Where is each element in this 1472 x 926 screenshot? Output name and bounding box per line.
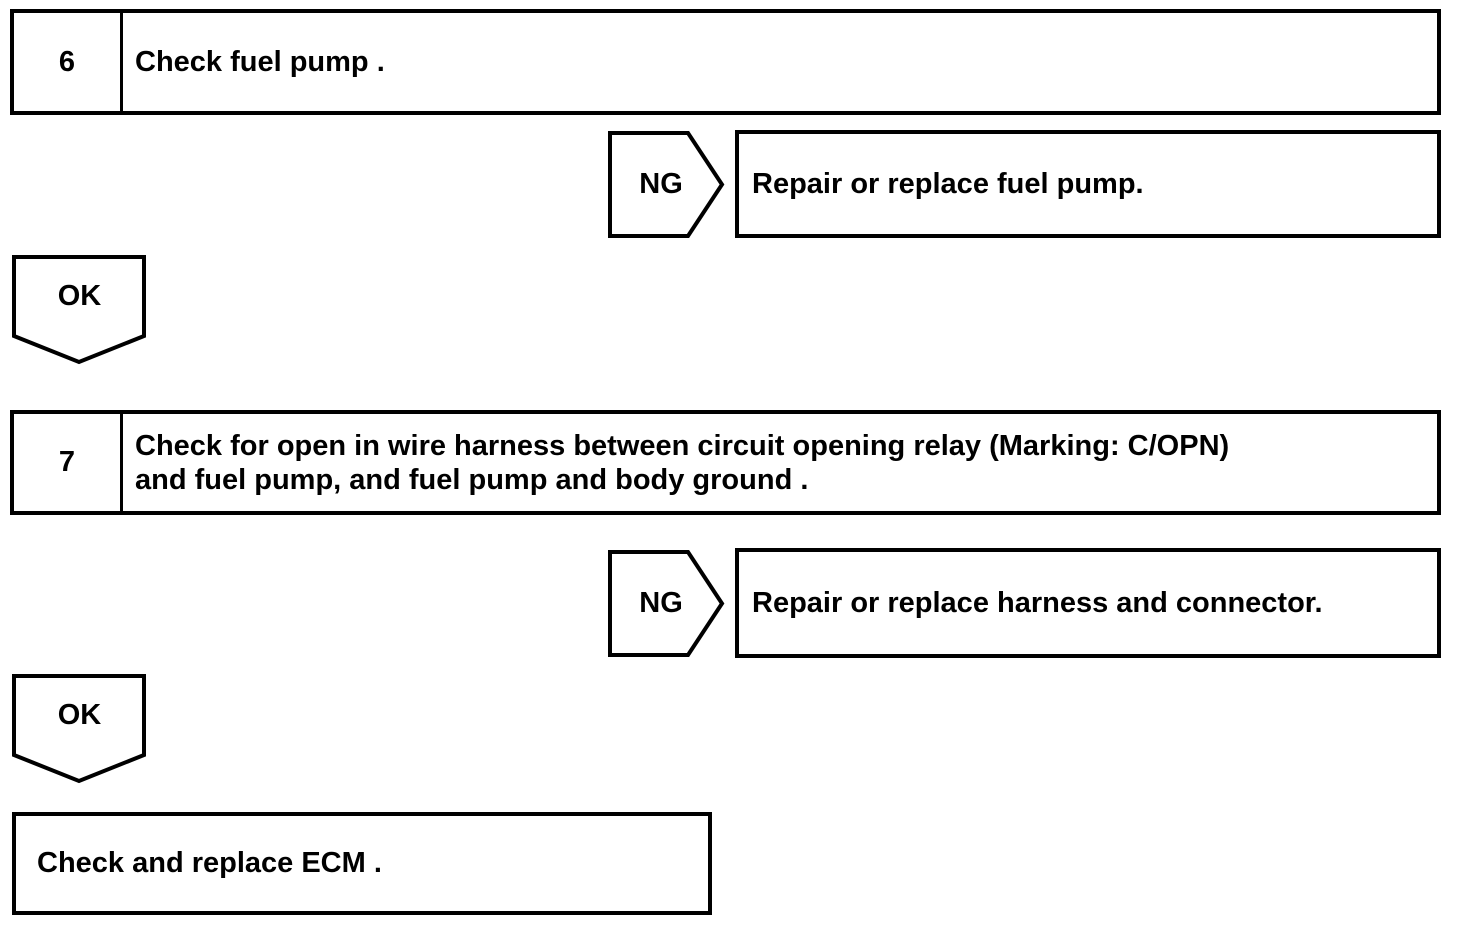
step-7-number: 7 [14, 414, 123, 511]
step-7-ok-arrow-icon: OK [12, 674, 147, 784]
step-6-ng-result-text: Repair or replace fuel pump. [752, 167, 1144, 200]
step-6-ng-arrow-icon: NG [608, 131, 725, 238]
step-7-ng-result-box: Repair or replace harness and connector. [735, 548, 1441, 658]
step-7-box: 7 Check for open in wire harness between… [10, 410, 1441, 515]
final-action-text: Check and replace ECM . [37, 847, 382, 879]
step-7-ng-result-text: Repair or replace harness and connector. [752, 586, 1323, 619]
step-6-ok-arrow-icon: OK [12, 255, 147, 365]
step-6-instruction: Check fuel pump . [135, 46, 385, 78]
ng-label: NG [639, 168, 683, 200]
ng-label: NG [639, 587, 683, 619]
step-7-ng-arrow-icon: NG [608, 550, 725, 657]
step-7-instruction: Check for open in wire harness between c… [135, 429, 1230, 496]
ok-label: OK [57, 698, 102, 731]
down-arrow-pentagon-shape [12, 674, 146, 784]
right-arrow-pentagon-shape [608, 550, 725, 657]
right-arrow-pentagon-shape [608, 131, 725, 238]
step-6-number: 6 [14, 13, 123, 111]
down-arrow-pentagon-shape [12, 255, 146, 365]
ok-label: OK [57, 279, 102, 312]
final-action-box: Check and replace ECM . [12, 812, 712, 915]
step-6-ng-result-box: Repair or replace fuel pump. [735, 130, 1441, 238]
step-6-box: 6 Check fuel pump . [10, 9, 1441, 115]
